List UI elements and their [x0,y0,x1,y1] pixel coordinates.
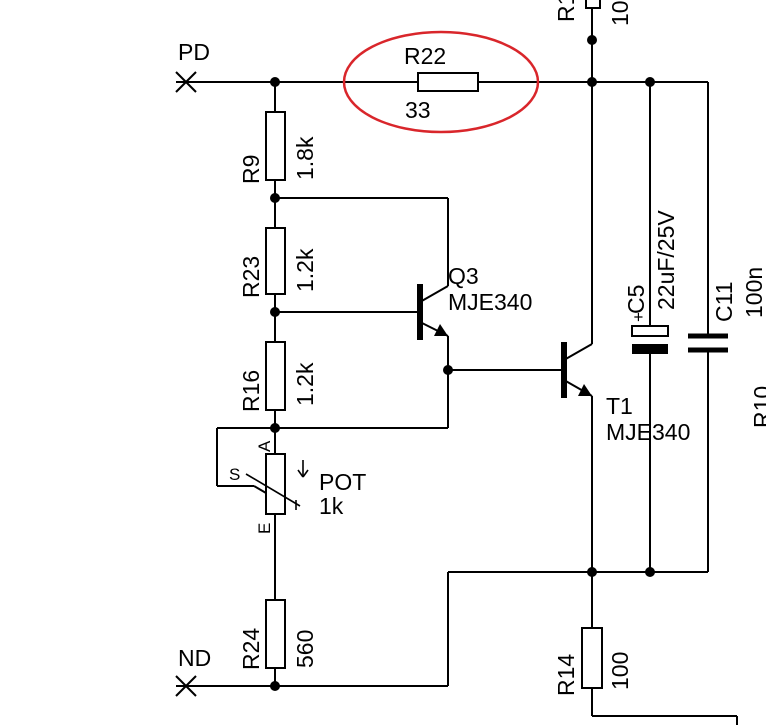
c11-ref: C11 [711,282,737,323]
pot-pin-e: E [255,523,274,534]
junction-dots [270,35,655,691]
pot-ref: POT [319,469,366,495]
r22-value: 33 [405,97,431,123]
c11-symbol [688,333,728,353]
wires [176,8,738,725]
r14-value: 100 [607,652,633,690]
q3-ref: Q3 [448,263,479,289]
pot-pin-s: S [229,465,240,484]
r16-body [265,341,286,411]
pot-body [265,453,286,515]
nd-net-marker [175,675,197,697]
c5-symbol [631,325,669,354]
r24-body [265,599,286,669]
t1-ref: T1 [606,393,633,419]
pot-value: 1k [319,493,344,519]
r22-body [417,72,479,92]
t1-symbol [561,342,593,398]
r22-ref: R22 [404,43,446,69]
r-top-value: 10 [607,0,633,26]
q3-part: MJE340 [448,289,532,315]
r-top-body [585,0,601,9]
pot-pin-a: A [255,440,274,452]
r9-ref: R9 [238,155,264,184]
r9-value: 1.8k [292,136,318,180]
pot-adjust-arrow-icon [245,460,309,510]
c5-polarity: + [629,312,648,322]
nd-label: ND [178,645,211,671]
r14-ref: R14 [553,654,579,696]
r24-value: 560 [292,630,318,668]
r16-ref: R16 [238,370,264,412]
pd-label: PD [178,39,210,65]
c5-value: 22uF/25V [653,210,679,310]
q3-symbol [417,284,449,340]
t1-part: MJE340 [606,419,690,445]
r14-body [581,627,603,689]
r23-body [265,227,286,295]
c11-value: 100n [741,267,766,318]
r-top-ref: R1 [553,0,579,22]
r22-highlight-circle [342,30,540,134]
r9-body [265,111,286,181]
r23-ref: R23 [238,256,264,298]
r24-ref: R24 [238,628,264,670]
r23-value: 1.2k [292,248,318,292]
r16-value: 1.2k [292,362,318,406]
c5-ref: C5 [623,285,649,314]
pd-net-marker [175,71,197,93]
r-right-ref: R10 [749,386,766,428]
